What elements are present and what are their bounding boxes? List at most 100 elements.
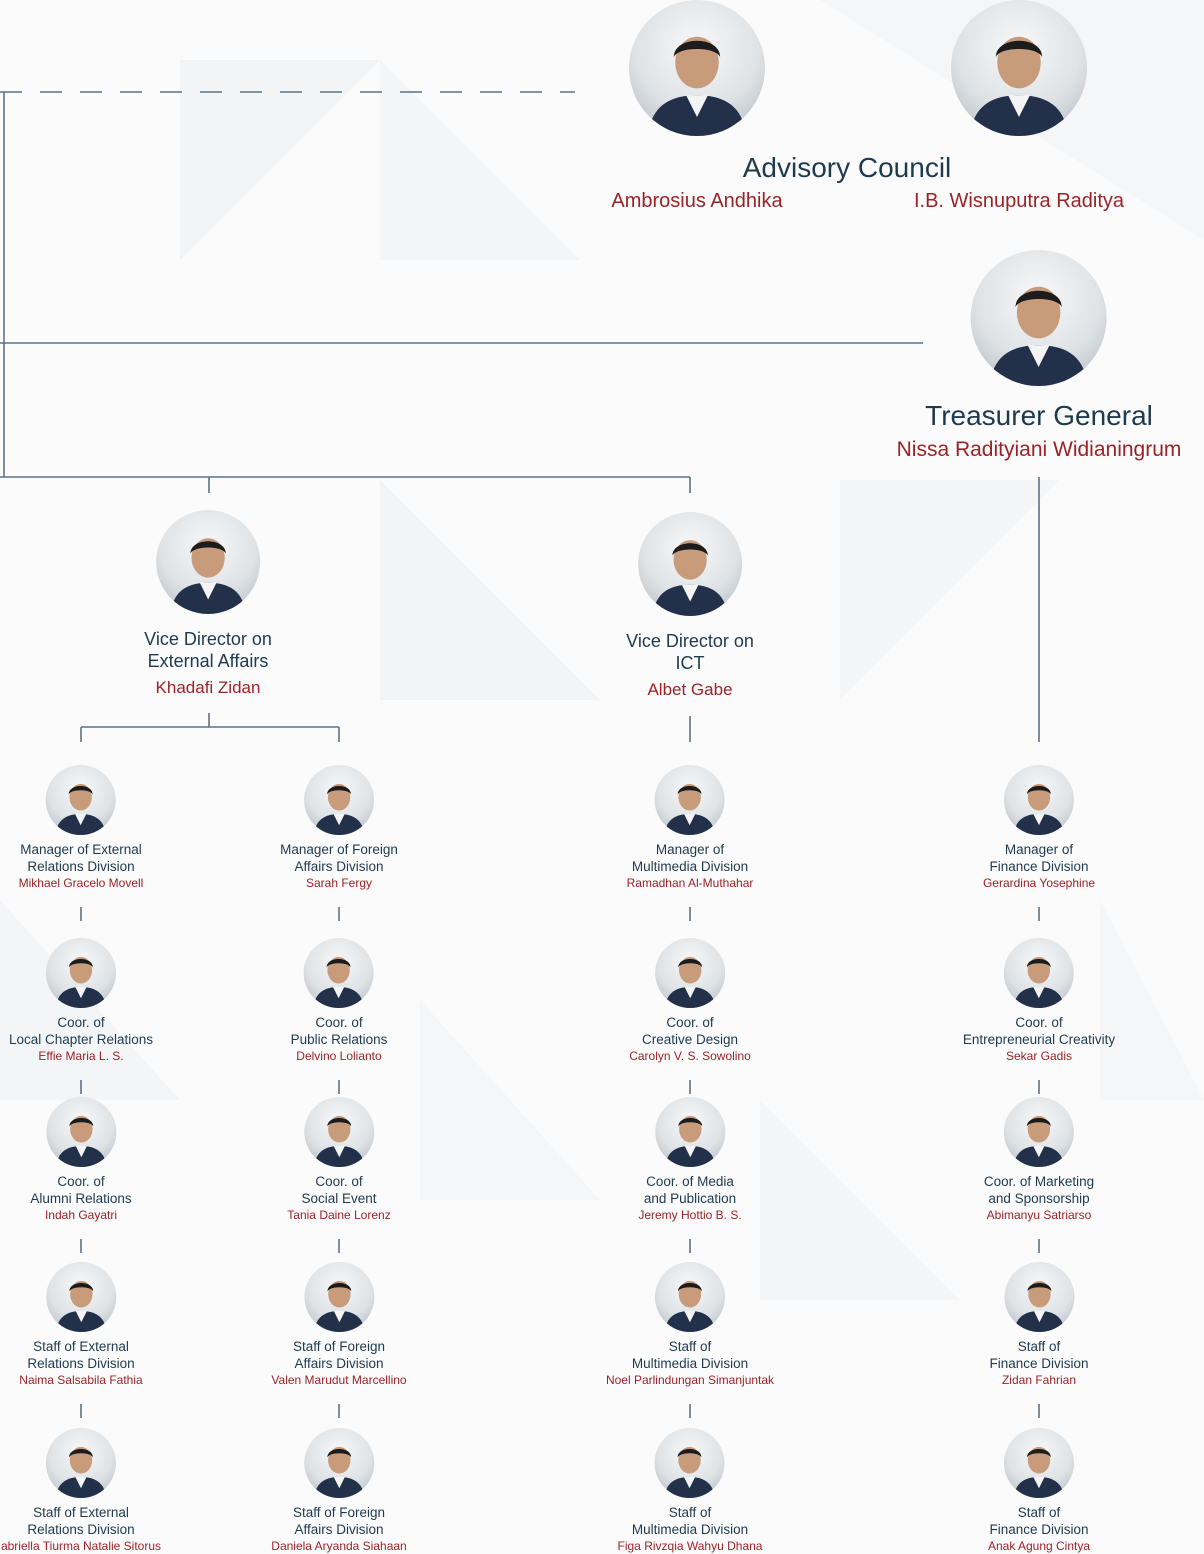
vice-director-role-line2: External Affairs bbox=[147, 651, 269, 671]
member-role-line2: Finance Division bbox=[989, 859, 1089, 874]
vice-director-ict: Vice Director on ICT Albet Gabe bbox=[626, 512, 754, 700]
member-role-line1: Coor. of bbox=[57, 1174, 105, 1189]
person-silhouette-icon bbox=[313, 1280, 365, 1332]
avatar bbox=[655, 1428, 725, 1498]
member-name: Anak Agung Cintya bbox=[987, 1539, 1091, 1553]
vice-director-external: Vice Director on External Affairs Khadaf… bbox=[144, 510, 272, 698]
member-name: Carolyn V. S. Sowolino bbox=[629, 1049, 751, 1063]
avatar bbox=[1003, 1262, 1074, 1332]
member-role-line1: Coor. of Marketing bbox=[983, 1174, 1095, 1189]
person-silhouette-icon bbox=[970, 36, 1068, 136]
person-silhouette-icon bbox=[1013, 783, 1065, 835]
member-role-line2: Public Relations bbox=[290, 1032, 388, 1047]
member-name: Tania Daine Lorenz bbox=[287, 1208, 391, 1222]
person-silhouette-icon bbox=[1013, 1446, 1065, 1498]
member-name: Delvino Lolianto bbox=[296, 1049, 382, 1063]
member-role-line2: Creative Design bbox=[641, 1032, 739, 1047]
avatar bbox=[1004, 765, 1074, 835]
member-role-line2: Local Chapter Relations bbox=[8, 1032, 154, 1047]
person-silhouette-icon bbox=[648, 36, 746, 136]
advisory-member-1 bbox=[629, 0, 765, 136]
person-silhouette-icon bbox=[313, 1446, 365, 1498]
advisory-member-2 bbox=[951, 0, 1087, 136]
member-name: Daniela Aryanda Siahaan bbox=[271, 1539, 407, 1553]
member-role-line1: Staff of Foreign bbox=[292, 1339, 386, 1354]
person-silhouette-icon bbox=[170, 538, 246, 614]
member-name: Abimanyu Satriarso bbox=[986, 1208, 1092, 1222]
member-name: Indah Gayatri bbox=[44, 1208, 118, 1222]
avatar bbox=[45, 1097, 116, 1167]
member-role-line1: Staff of External bbox=[33, 1505, 129, 1520]
member-name: Zidan Fahrian bbox=[1001, 1373, 1077, 1387]
person-silhouette-icon bbox=[664, 1280, 716, 1332]
member-role-line1: Staff of Foreign bbox=[292, 1505, 386, 1520]
member-role-line2: Affairs Division bbox=[294, 859, 384, 874]
avatar bbox=[1003, 938, 1074, 1008]
avatar bbox=[155, 510, 260, 614]
member-name: Figa Rivzqia Wahyu Dhana bbox=[617, 1539, 763, 1553]
treasurer-name: Nissa Radityiani Widianingrum bbox=[896, 438, 1182, 461]
treasurer-role: Treasurer General bbox=[925, 400, 1153, 431]
member-role-line2: Relations Division bbox=[27, 1356, 135, 1371]
avatar bbox=[1003, 1428, 1074, 1498]
member-name: Mikhael Gracelo Movell bbox=[18, 876, 144, 890]
member-role-line1: Manager of bbox=[655, 842, 725, 857]
avatar bbox=[304, 938, 374, 1008]
vice-director-name: Khadafi Zidan bbox=[155, 678, 261, 697]
member-role-line2: Alumni Relations bbox=[30, 1191, 132, 1206]
person-silhouette-icon bbox=[664, 956, 716, 1008]
person-silhouette-icon bbox=[652, 540, 728, 616]
vice-director-role-line1: Vice Director on bbox=[144, 629, 272, 649]
person-silhouette-icon bbox=[664, 1115, 716, 1167]
person-silhouette-icon bbox=[313, 956, 365, 1008]
person-silhouette-icon bbox=[55, 956, 107, 1008]
member-role-line1: Staff of bbox=[1017, 1505, 1061, 1520]
avatar bbox=[637, 512, 742, 616]
member-role-line1: Manager of External bbox=[20, 842, 142, 857]
member-role-line2: Relations Division bbox=[27, 859, 135, 874]
person-silhouette-icon bbox=[55, 783, 107, 835]
member-role-line2: Multimedia Division bbox=[631, 1522, 749, 1537]
member-role-line2: Multimedia Division bbox=[631, 859, 749, 874]
member-role-line2: Relations Division bbox=[27, 1522, 135, 1537]
avatar bbox=[46, 938, 116, 1008]
avatar bbox=[971, 250, 1107, 386]
avatar bbox=[46, 1262, 116, 1332]
member-role-line1: Staff of External bbox=[33, 1339, 129, 1354]
avatar bbox=[303, 765, 374, 835]
member-role-line2: Affairs Division bbox=[294, 1356, 384, 1371]
vice-director-name: Albet Gabe bbox=[647, 680, 733, 699]
vice-director-role-line2: ICT bbox=[675, 653, 705, 673]
avatar bbox=[629, 0, 765, 136]
vice-director-role-line1: Vice Director on bbox=[626, 631, 754, 651]
member-name: Sekar Gadis bbox=[1005, 1049, 1073, 1063]
member-role-line2: Finance Division bbox=[989, 1522, 1089, 1537]
member-role-line1: Manager of Foreign bbox=[280, 842, 398, 857]
person-silhouette-icon bbox=[1013, 1115, 1065, 1167]
person-silhouette-icon bbox=[55, 1115, 107, 1167]
member-name: Sarah Fergy bbox=[305, 876, 373, 890]
person-silhouette-icon bbox=[313, 783, 365, 835]
member-role-line2: and Publication bbox=[643, 1191, 737, 1206]
avatar bbox=[655, 765, 725, 835]
advisory-member-2-name: I.B. Wisnuputra Raditya bbox=[913, 190, 1125, 212]
member-name: Gerardina Yosephine bbox=[982, 876, 1096, 890]
person-silhouette-icon bbox=[313, 1115, 365, 1167]
avatar bbox=[304, 1262, 374, 1332]
member-role-line1: Staff of bbox=[1017, 1339, 1061, 1354]
person-silhouette-icon bbox=[55, 1280, 107, 1332]
member-role-line1: Manager of bbox=[1004, 842, 1074, 857]
